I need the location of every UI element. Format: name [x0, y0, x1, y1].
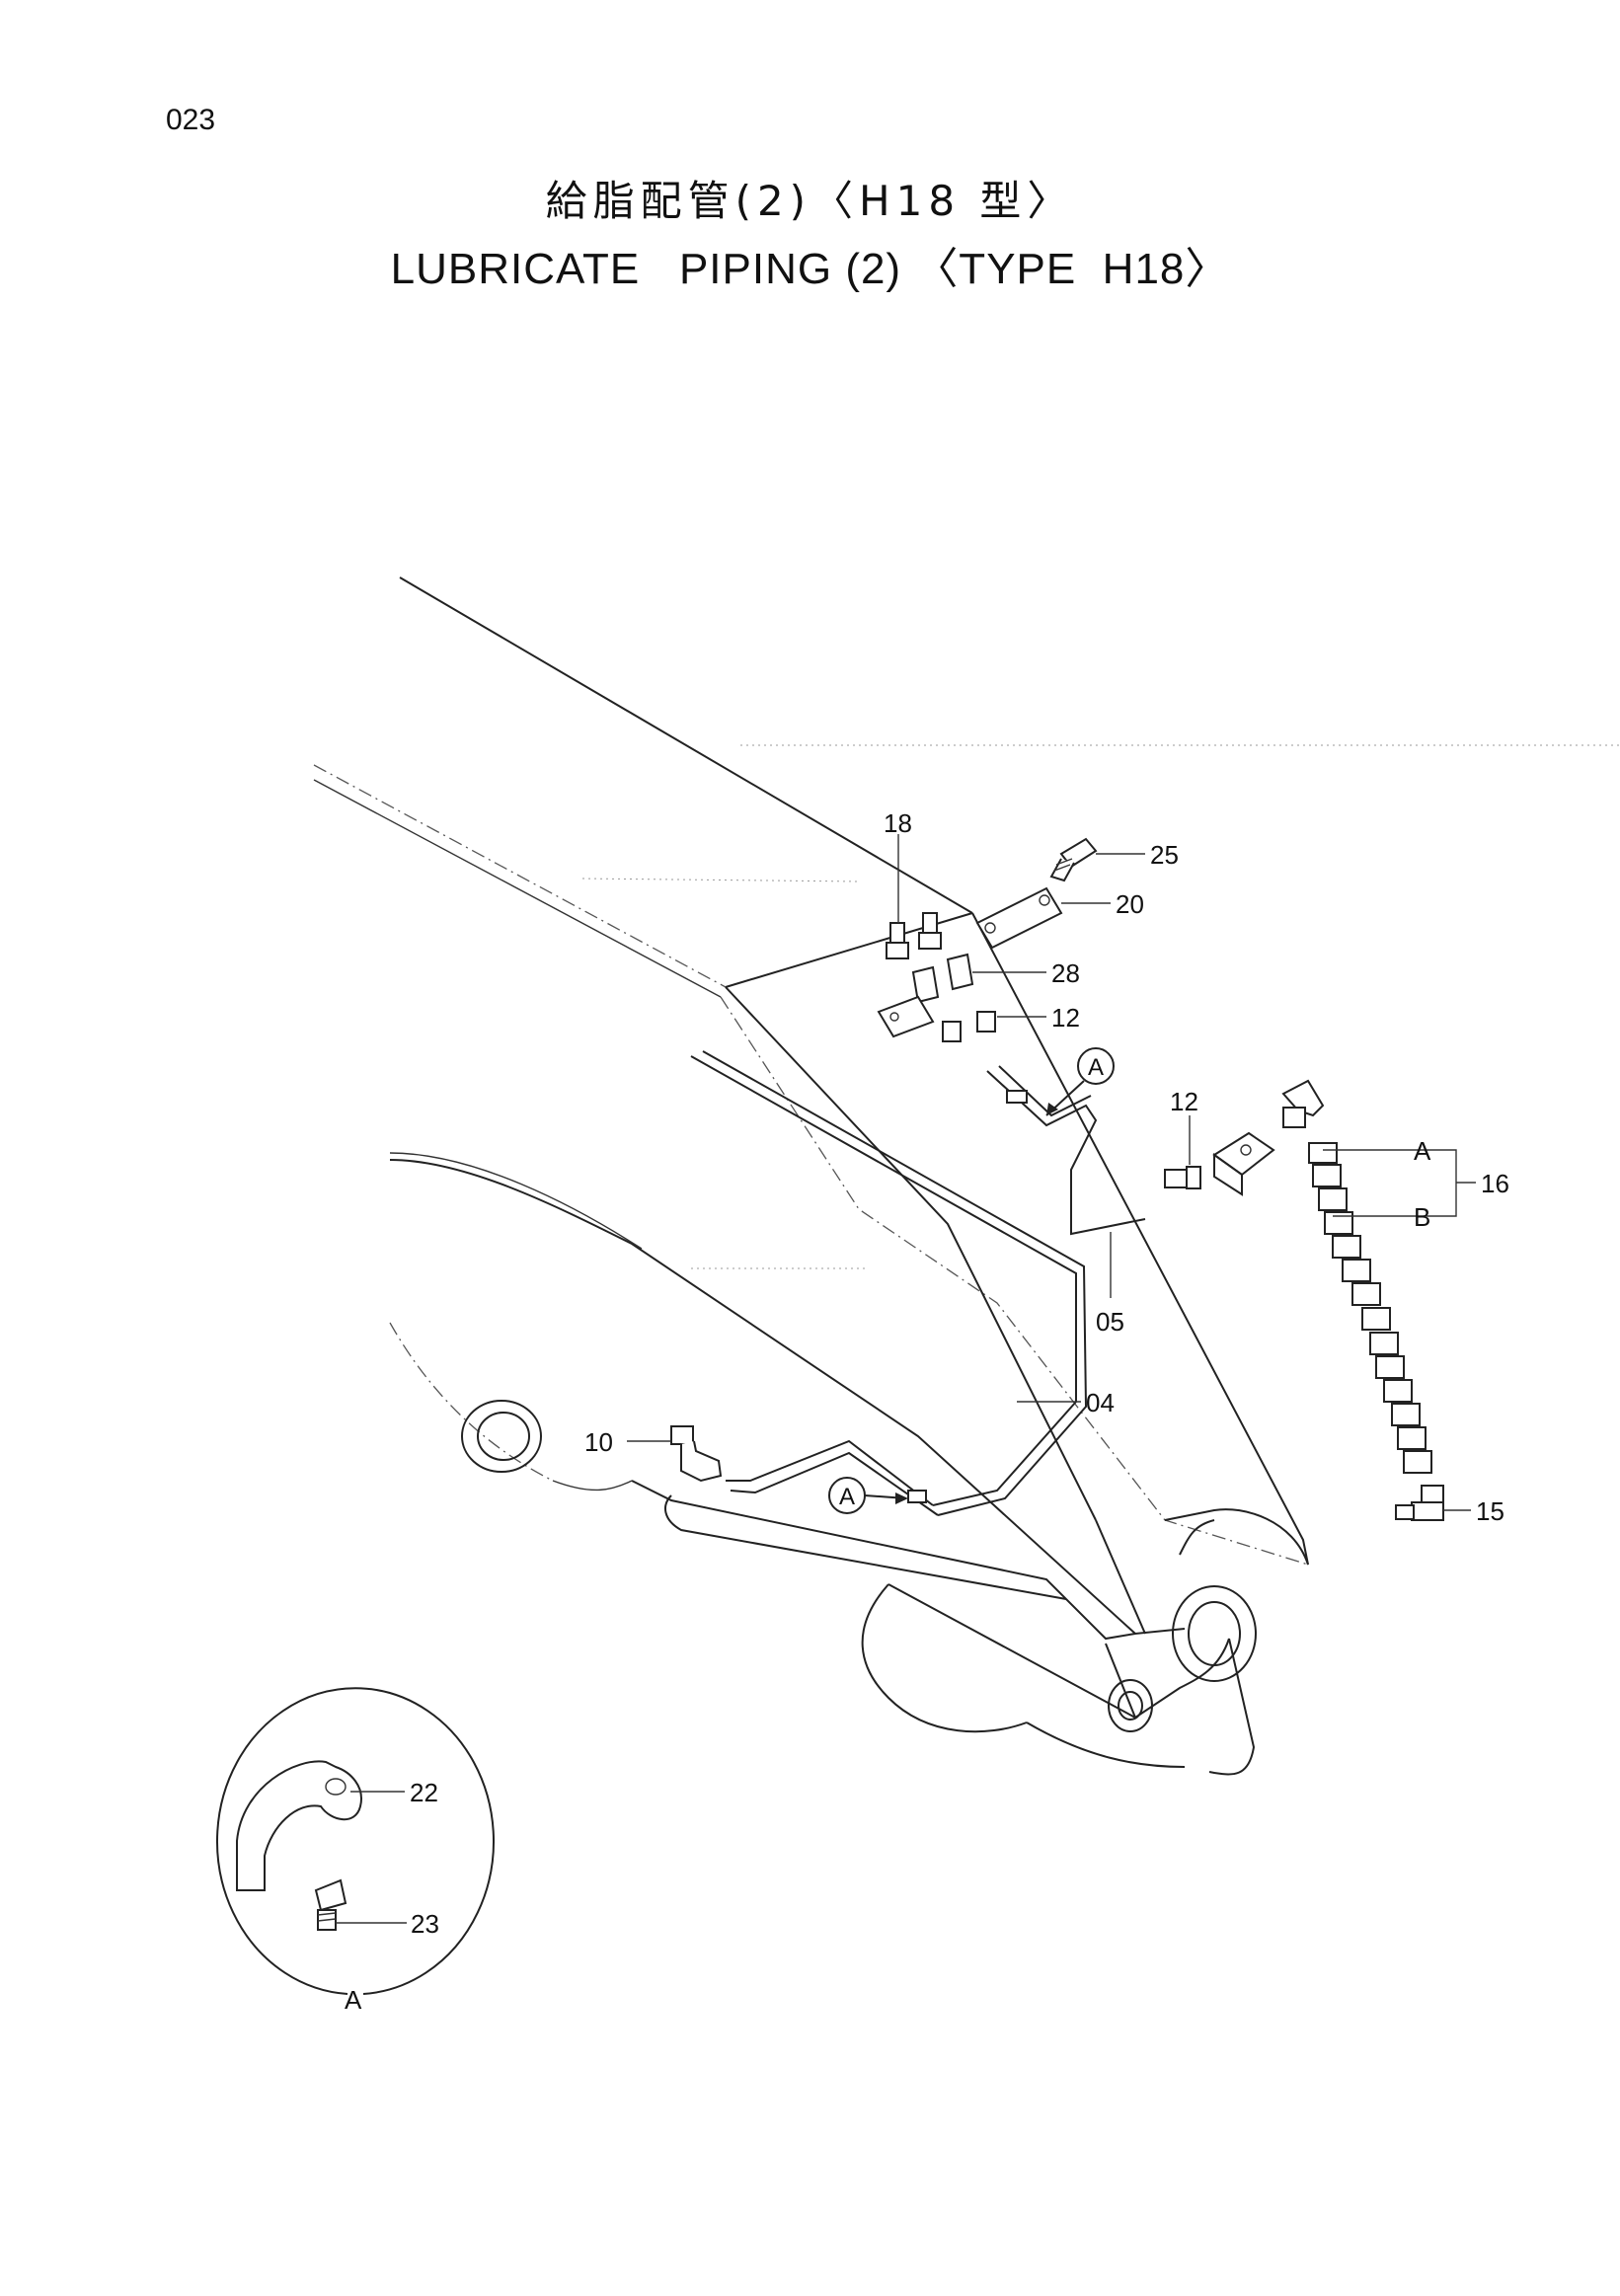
callout-labels: 18 25 20 28 12 12 A B 16 05 04 10 15 22 …: [345, 808, 1509, 2015]
callout-22: 22: [410, 1778, 438, 1807]
grease-nipple-18: [886, 912, 942, 959]
grease-nipple-10: [670, 1425, 723, 1483]
page-number: 023: [166, 104, 216, 136]
connector-12-side: [1164, 1166, 1201, 1189]
title-english: LUBRICATE PIPING (2) 〈TYPE H18〉: [390, 245, 1230, 293]
hose-16: [1281, 1079, 1432, 1474]
detail-a-label: A: [345, 1985, 362, 2015]
callout-20: 20: [1116, 889, 1144, 919]
svg-text:A: A: [1088, 1054, 1104, 1081]
callout-15: 15: [1476, 1496, 1504, 1526]
callout-16: 16: [1481, 1169, 1509, 1198]
hose-end-b: B: [1414, 1202, 1430, 1232]
bolt-25: [1049, 837, 1098, 882]
fitting-15: [1395, 1485, 1444, 1521]
pipe-04: [690, 1050, 1088, 1516]
clamp-upper: [1006, 1090, 1028, 1104]
hose-end-a: A: [1414, 1136, 1431, 1166]
callout-10: 10: [584, 1427, 613, 1457]
callout-05: 05: [1096, 1307, 1124, 1337]
svg-text:A: A: [839, 1484, 855, 1510]
connector-12-upper: [942, 1011, 996, 1042]
callout-12-side: 12: [1170, 1087, 1198, 1116]
callout-12-upper: 12: [1051, 1003, 1080, 1033]
callout-25: 25: [1150, 840, 1179, 870]
title-japanese: 給脂配管(2)〈H18 型〉: [545, 177, 1075, 225]
bracket-plate: [877, 995, 935, 1038]
clamp-lower: [907, 1490, 927, 1503]
callout-28: 28: [1051, 958, 1080, 988]
circle-ref-a-lower: A: [828, 1477, 908, 1514]
leader-lines: [336, 834, 1476, 1924]
detail-a: [216, 1687, 495, 1995]
boom-outline: [313, 576, 1620, 1776]
block-fitting: [1212, 1131, 1275, 1196]
callout-18: 18: [884, 808, 912, 838]
adapter-28: [911, 953, 974, 1004]
callout-23: 23: [411, 1909, 439, 1939]
plate-20: [975, 886, 1063, 950]
circle-ref-a-upper: A: [1045, 1047, 1115, 1116]
callout-04: 04: [1086, 1388, 1115, 1417]
pipe-05: [986, 1065, 1146, 1236]
